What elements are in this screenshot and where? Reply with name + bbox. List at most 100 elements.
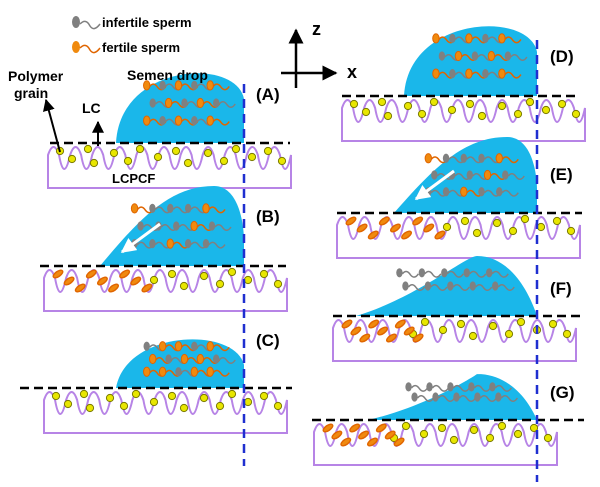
- polymer-grain: [468, 331, 478, 341]
- polymer-grain: [247, 152, 257, 162]
- flow-arrow-panel-e: [414, 169, 455, 201]
- polymer-grains-panel-c: [51, 389, 283, 413]
- polymer-grain: [529, 423, 539, 433]
- infertile-sperm-label: infertile sperm: [102, 15, 192, 30]
- panels-group: (A)(B)(C)(D)(E)(F)(G): [20, 26, 586, 482]
- polymer-grain: [149, 275, 159, 285]
- infertile-sperm: [424, 281, 448, 291]
- infertile-sperm: [486, 268, 509, 278]
- polymer-grain: [153, 152, 163, 162]
- polymer-grain: [508, 226, 518, 236]
- polymer-grain: [492, 218, 502, 228]
- fertile-sperm: [495, 153, 519, 164]
- polymer-grain-label-line1: Polymer: [8, 68, 64, 84]
- polymer-grain: [557, 99, 567, 109]
- flow-arrow-panel-b: [120, 222, 161, 254]
- polymer-grain: [469, 425, 479, 435]
- sperm-in-drop-panel-d: [432, 33, 528, 79]
- infertile-sperm: [402, 281, 426, 291]
- legend: infertile sperm fertile sperm: [72, 15, 192, 55]
- panel-label-f: (F): [550, 279, 572, 298]
- sperm-in-drop-panel-g: [405, 382, 519, 402]
- fertile-sperm: [349, 423, 361, 433]
- polymer-grain: [167, 391, 177, 401]
- fertile-sperm: [359, 333, 371, 343]
- polymer-grain: [277, 156, 287, 166]
- fertile-sperm: [141, 283, 153, 293]
- fertile-sperm: [412, 216, 424, 226]
- fertile-sperm: [358, 430, 370, 440]
- fertile-sperm: [378, 216, 390, 226]
- panel-a-annotations: Semen drop Polymer grain LC LCPCF: [8, 67, 208, 186]
- fertile-sperm: [423, 223, 435, 233]
- fertile-sperm: [149, 353, 173, 365]
- infertile-sperm: [468, 382, 492, 392]
- sperm-in-drop-panel-e: [424, 153, 525, 197]
- polymer-grain: [456, 319, 466, 329]
- polymer-grain: [83, 144, 93, 154]
- polymer-grain: [123, 156, 133, 166]
- semen-drop-panel-d: [404, 26, 537, 96]
- polymer-grain: [438, 325, 448, 335]
- polymer-grain: [465, 99, 475, 109]
- polymer-grain: [442, 222, 452, 232]
- polymer-grain: [109, 148, 119, 158]
- polymer-grain: [215, 401, 225, 411]
- polymer-grain: [349, 99, 359, 109]
- polymer-grain: [513, 429, 523, 439]
- infertile-sperm: [453, 392, 477, 402]
- infertile-sperm: [411, 392, 435, 402]
- polymer-grain: [543, 433, 553, 443]
- infertile-sperm: [492, 281, 515, 291]
- lcpcf-substrate-panel-a: [47, 146, 292, 189]
- fertile-sperm: [377, 326, 389, 336]
- polymer-grain: [219, 156, 229, 166]
- lcpcf-substrate-panel-f: [332, 319, 577, 362]
- polymer-grain: [447, 105, 457, 115]
- polymer-grains-panel-d: [349, 97, 581, 121]
- panel-label-c: (C): [256, 331, 280, 350]
- polymer-grain: [203, 148, 213, 158]
- polymer-grain: [119, 401, 129, 411]
- fertile-sperm: [63, 276, 75, 286]
- lcpcf-substrate-panel-g: [313, 423, 558, 466]
- fertile-sperm: [85, 269, 97, 279]
- fertile-sperm: [108, 283, 120, 293]
- panel-label-b: (B): [256, 207, 280, 226]
- lcpcf-substrate-panel-c: [43, 391, 288, 434]
- infertile-sperm: [432, 392, 456, 402]
- infertile-sperm: [504, 51, 528, 61]
- fertile-sperm: [434, 230, 446, 240]
- fertile-sperm: [366, 437, 378, 447]
- panel-label-a: (A): [256, 85, 280, 104]
- infertile-sperm: [208, 221, 232, 231]
- lcpcf-substrate-panel-d: [341, 99, 586, 142]
- polymer-grain: [566, 226, 576, 236]
- polymer-grain: [259, 269, 269, 279]
- infertile-sperm: [495, 392, 519, 402]
- fertile-sperm: [96, 276, 108, 286]
- polymer-grains-panel-b: [149, 267, 283, 291]
- polymer-grain: [361, 107, 371, 117]
- fertile-sperm: [401, 230, 413, 240]
- polymer-grain: [472, 228, 482, 238]
- fertile-sperm-label: fertile sperm: [102, 40, 180, 55]
- polymer-grain: [552, 216, 562, 226]
- polymer-grain: [171, 146, 181, 156]
- polymer-grain: [571, 109, 581, 119]
- fertile-sperm: [345, 216, 357, 226]
- polymer-grain: [149, 397, 159, 407]
- infertile-sperm: [202, 239, 226, 249]
- fertile-sperm-in-film-panel-e: [345, 216, 446, 240]
- polymer-grain: [179, 403, 189, 413]
- infertile-sperm: [496, 187, 519, 197]
- polymer-grain: [525, 97, 535, 107]
- lcpcf-substrate-panel-b: [43, 269, 288, 312]
- fertile-sperm: [158, 366, 183, 377]
- infertile-sperm: [426, 382, 450, 392]
- fertile-sperm: [498, 33, 522, 44]
- polymer-grain: [437, 423, 447, 433]
- fertile-sperm: [385, 333, 397, 343]
- polymer-grain: [259, 391, 269, 401]
